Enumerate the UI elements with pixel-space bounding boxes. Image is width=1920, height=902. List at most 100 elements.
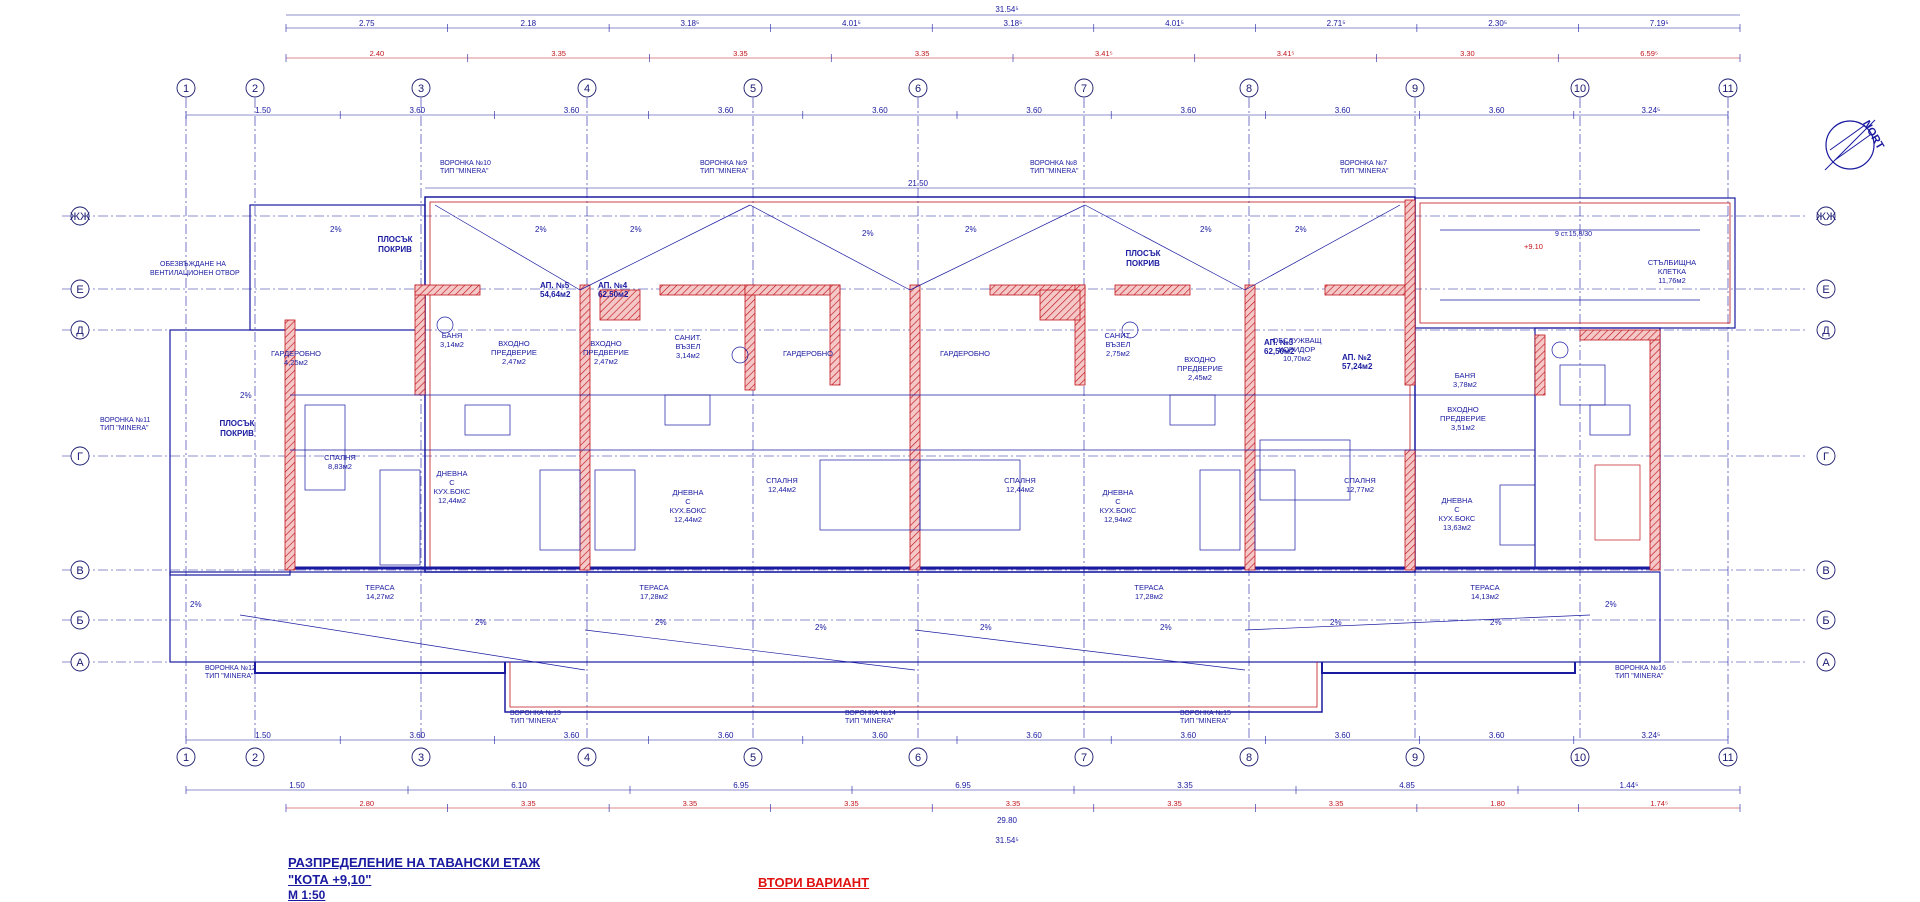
slope-marker: 2% <box>862 229 874 238</box>
axis-label-row: Г <box>1823 451 1829 463</box>
top-chain-1-value: 2.71⁵ <box>1327 19 1346 28</box>
axis-bubble <box>1074 747 1094 767</box>
bottom-chain-1-value: 6.95 <box>733 781 749 790</box>
axis-label-row: Г <box>77 451 83 463</box>
room-name: ВХОДНО <box>1184 355 1216 364</box>
room-area: 2,75м2 <box>1106 349 1130 358</box>
funnel-name: ВОРОНКА №16 <box>1615 665 1666 672</box>
room-name: ПРЕДВЕРИЕ <box>1177 364 1223 373</box>
axis-label-row: Д <box>1822 325 1830 337</box>
hatched-walls <box>284 199 1661 571</box>
axis-label-col: 7 <box>1081 83 1087 95</box>
room-name: ТЕРАСА <box>365 583 394 592</box>
funnel-type: ТИП "MINERA" <box>510 718 559 725</box>
slope-marker: 2% <box>1330 618 1342 627</box>
axis-bubble <box>70 320 90 340</box>
funnel-name: ВОРОНКА №8 <box>1030 160 1077 167</box>
bottom-chain-2-value: 1.80 <box>1490 799 1505 808</box>
axis-label-row: В <box>76 565 83 577</box>
slope-marker: 2% <box>535 225 547 234</box>
axis-label-col: 11 <box>1722 83 1733 95</box>
top-axis-chain-value: 3.60 <box>1181 106 1197 115</box>
room-area: 12,94м2 <box>1104 515 1132 524</box>
bottom-axis-chain-value: 3.24⁵ <box>1641 731 1660 740</box>
bottom-chain-1-value: 4.85 <box>1399 781 1415 790</box>
bottom-axis-chain-value: 3.60 <box>1181 731 1197 740</box>
bottom-chain-2-value: 3.35 <box>1006 799 1021 808</box>
top-chain-3-value: 3.41⁵ <box>1277 49 1295 58</box>
variant-label: ВТОРИ ВАРИАНТ <box>758 875 870 890</box>
top-chain-1-value: 4.01⁵ <box>842 19 861 28</box>
roof-label: ПОКРИВ <box>1126 259 1160 268</box>
axis-label-col: 5 <box>750 83 756 95</box>
axis-bubble <box>411 747 431 767</box>
axis-label-col: 6 <box>915 83 921 95</box>
axis-bubble <box>743 747 763 767</box>
room-name: КУХ.БОКС <box>1439 514 1476 523</box>
bottom-axis-chain-value: 3.60 <box>410 731 426 740</box>
funnel-type: ТИП "MINERA" <box>205 673 254 680</box>
room-name: ВХОДНО <box>1447 405 1479 414</box>
axis-label-col: 9 <box>1412 83 1418 95</box>
slope-marker: 2% <box>240 391 252 400</box>
room-area: 12,77м2 <box>1346 485 1374 494</box>
axis-label-col: 10 <box>1574 752 1586 764</box>
axis-label-col: 6 <box>915 752 921 764</box>
room-area: 10,70м2 <box>1283 354 1311 363</box>
axis-label-col: 10 <box>1574 83 1586 95</box>
axis-label-col: 2 <box>252 752 258 764</box>
room-area: 12,44м2 <box>438 496 466 505</box>
room-name: ВХОДНО <box>590 339 622 348</box>
drawing-title-line2: "КОТА +9,10" <box>288 872 372 887</box>
bottom-total: 31.54⁵ <box>995 836 1018 845</box>
axis-bubble <box>1816 652 1836 672</box>
axis-bubble <box>1816 206 1836 226</box>
top-chain-1-value: 2.18 <box>521 19 537 28</box>
room-name: БАНЯ <box>442 331 463 340</box>
slope-marker: 2% <box>190 600 202 609</box>
note-ventilation: ОБЕЗВЪЖДАНЕ НА <box>160 261 226 268</box>
bottom-chain-1-value: 1.44⁵ <box>1620 781 1639 790</box>
room-area: 3,14м2 <box>676 351 700 360</box>
room-name: КОРИДОР <box>1279 345 1315 354</box>
room-name: ДНЕВНА <box>437 469 468 478</box>
slope-marker: 2% <box>815 623 827 632</box>
room-name: ПРЕДВЕРИЕ <box>1440 414 1486 423</box>
apartment-area: 62,50м2 <box>1264 347 1295 356</box>
slope-marker: 2% <box>1160 623 1172 632</box>
axis-label-col: 2 <box>252 83 258 95</box>
bottom-chain-2-value: 3.35 <box>683 799 698 808</box>
room-area: 2,47м2 <box>594 357 618 366</box>
drawing-title-line1: РАЗПРЕДЕЛЕНИЕ НА ТАВАНСКИ ЕТАЖ <box>288 855 541 870</box>
bottom-axis-chain-value: 3.60 <box>718 731 734 740</box>
slope-marker: 2% <box>330 225 342 234</box>
axis-label-row: ЖЖ <box>70 211 90 223</box>
interior-elements <box>290 229 1700 566</box>
room-name: ДНЕВНА <box>673 488 704 497</box>
bottom-chain-1-value: 1.50 <box>289 781 305 790</box>
room-area: 12,44м2 <box>674 515 702 524</box>
room-area: 11,76м2 <box>1658 276 1686 285</box>
axis-label-col: 8 <box>1246 752 1252 764</box>
axis-bubble <box>908 78 928 98</box>
axis-bubble <box>908 747 928 767</box>
funnel-type: ТИП "MINERA" <box>100 425 149 432</box>
top-chain-3-value: 3.35 <box>551 49 566 58</box>
top-axis-chain-value: 3.60 <box>1026 106 1042 115</box>
axis-bubble <box>1718 78 1738 98</box>
axis-bubble <box>70 652 90 672</box>
top-chain-1-value: 2.30⁵ <box>1488 19 1507 28</box>
funnel-type: ТИП "MINERA" <box>440 168 489 175</box>
axis-bubble <box>245 78 265 98</box>
axis-bubble <box>1570 78 1590 98</box>
room-area: 17,28м2 <box>640 592 668 601</box>
axis-bubble <box>1570 747 1590 767</box>
room-name: СТЪЛБИЩНА <box>1648 258 1696 267</box>
funnel-name: ВОРОНКА №11 <box>100 417 150 424</box>
room-name: ПРЕДВЕРИЕ <box>491 348 537 357</box>
funnel-name: ВОРОНКА №12 <box>205 665 256 672</box>
room-name: КЛЕТКА <box>1658 267 1686 276</box>
top-axis-chain-value: 3.60 <box>564 106 580 115</box>
